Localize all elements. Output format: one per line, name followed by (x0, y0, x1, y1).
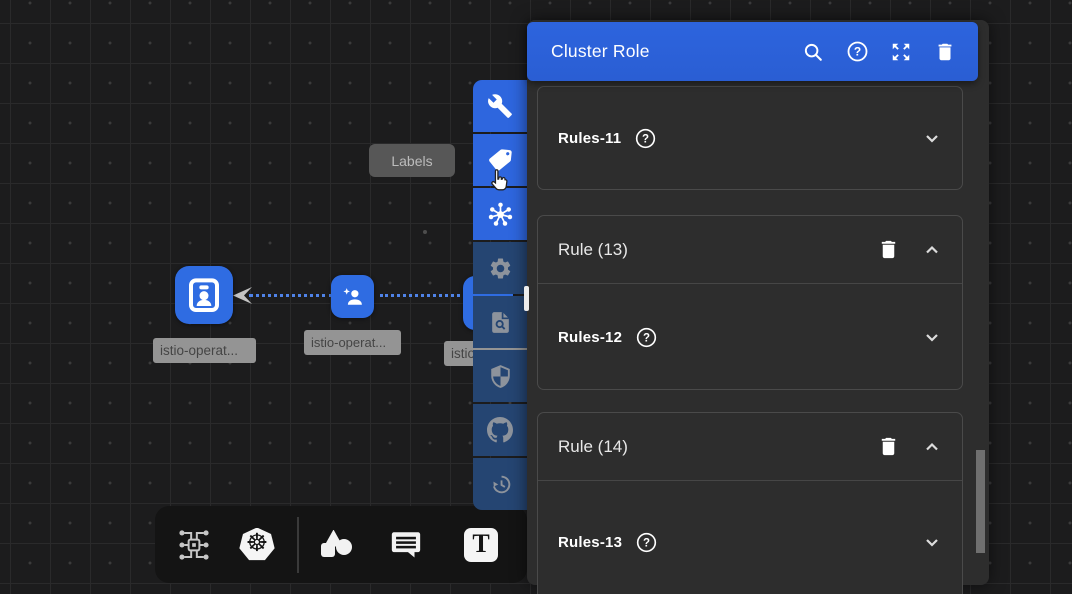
doc-search-button[interactable] (473, 296, 527, 348)
rule-title: Rule (14) (558, 436, 628, 456)
delete-button[interactable] (933, 40, 957, 64)
document-search-icon (491, 311, 509, 333)
svg-text:?: ? (853, 45, 860, 59)
expand-button[interactable] (918, 323, 946, 351)
network-tool-button[interactable] (175, 528, 213, 562)
gear-icon (490, 258, 510, 278)
help-icon: ? (637, 532, 657, 552)
expand-icon (892, 43, 910, 60)
chevron-up-icon (926, 442, 938, 450)
panel-header: Cluster Role ? (527, 22, 978, 81)
rule-card: Rule (14) Rules-13 (537, 412, 963, 594)
user-star-icon (342, 287, 362, 305)
help-button[interactable]: ? (845, 40, 869, 64)
trash-icon (881, 240, 895, 259)
history-icon (492, 475, 510, 493)
rule-card: Rule (13) Rules-12 (537, 215, 963, 390)
accordion-label: Rules-11 (558, 129, 622, 147)
badge-icon (188, 278, 220, 312)
accordion-label: Rules-12 (558, 328, 623, 346)
node-label: istio-operat... (153, 338, 256, 363)
comment-icon (391, 531, 421, 557)
search-button[interactable] (801, 40, 825, 64)
field-help-button[interactable]: ? (635, 326, 658, 349)
trash-icon (881, 437, 895, 456)
github-button[interactable] (473, 404, 527, 456)
hub-button[interactable] (473, 188, 527, 240)
settings-button[interactable] (473, 242, 527, 294)
svg-text:?: ? (643, 537, 650, 549)
expand-button[interactable] (918, 528, 946, 556)
wrench-icon (488, 94, 512, 118)
rule-title: Rule (13) (558, 239, 628, 259)
hand-cursor-icon (486, 166, 514, 199)
edge-arrowhead (231, 286, 253, 310)
search-icon (804, 43, 822, 61)
shield-button[interactable] (473, 350, 527, 402)
kubernetes-tool-button[interactable]: ☸ (235, 527, 279, 562)
cluster-role-panel: Cluster Role ? (527, 20, 989, 594)
edge-dotted (380, 294, 466, 297)
canvas-dot (423, 230, 427, 234)
comment-tool-button[interactable] (387, 528, 425, 562)
field-help-button[interactable]: ? (634, 127, 657, 150)
network-chip-icon (179, 529, 209, 560)
accordion-rules-12[interactable]: Rules-12 ? (538, 284, 962, 390)
shapes-tool-button[interactable] (317, 529, 357, 560)
rule-header: Rule (14) (538, 413, 962, 481)
shapes-icon (321, 529, 353, 560)
rule-header: Rule (13) (538, 216, 962, 284)
history-button[interactable] (473, 458, 527, 510)
edge-dotted (249, 294, 333, 297)
accordion-card: Rules-11 ? (537, 86, 963, 190)
panel-resize-handle[interactable] (524, 286, 529, 311)
kubernetes-icon: ☸ (239, 527, 275, 561)
text-tool-button[interactable]: T (463, 527, 499, 562)
expand-button[interactable] (918, 124, 946, 152)
text-icon: T (464, 527, 498, 562)
shield-icon (490, 364, 510, 388)
labels-tooltip: Labels (369, 144, 455, 177)
collapse-button[interactable] (918, 433, 946, 461)
field-help-button[interactable]: ? (635, 531, 658, 554)
node-cluster-role[interactable] (175, 266, 233, 324)
bottom-toolbar: ☸ T (155, 506, 527, 583)
help-icon: ? (847, 41, 867, 62)
chevron-up-icon (926, 245, 938, 253)
trash-icon (938, 43, 952, 60)
hub-icon (488, 202, 512, 226)
node-label: istio-operat... (304, 330, 401, 355)
panel-title: Cluster Role (551, 41, 650, 61)
toolbar-divider (297, 516, 299, 573)
scrollbar-thumb[interactable] (976, 450, 985, 553)
collapse-button[interactable] (918, 236, 946, 264)
svg-text:?: ? (643, 332, 650, 344)
delete-rule-button[interactable] (874, 236, 902, 264)
chevron-down-icon (926, 135, 938, 143)
github-icon (487, 417, 513, 443)
chevron-down-icon (926, 334, 938, 342)
help-icon: ? (636, 128, 656, 148)
fullscreen-button[interactable] (889, 40, 913, 64)
accordion-rules-13[interactable]: Rules-13 ? (538, 481, 962, 594)
accordion-rules-11[interactable]: Rules-11 ? (538, 87, 962, 189)
tools-button[interactable] (473, 80, 527, 132)
accordion-label: Rules-13 (558, 533, 623, 551)
svg-text:?: ? (642, 133, 649, 145)
node-service-account[interactable] (331, 275, 374, 318)
chevron-down-icon (926, 539, 938, 547)
delete-rule-button[interactable] (874, 433, 902, 461)
side-toolbar (473, 80, 527, 510)
help-icon: ? (637, 327, 657, 347)
tag-icon (489, 149, 512, 171)
